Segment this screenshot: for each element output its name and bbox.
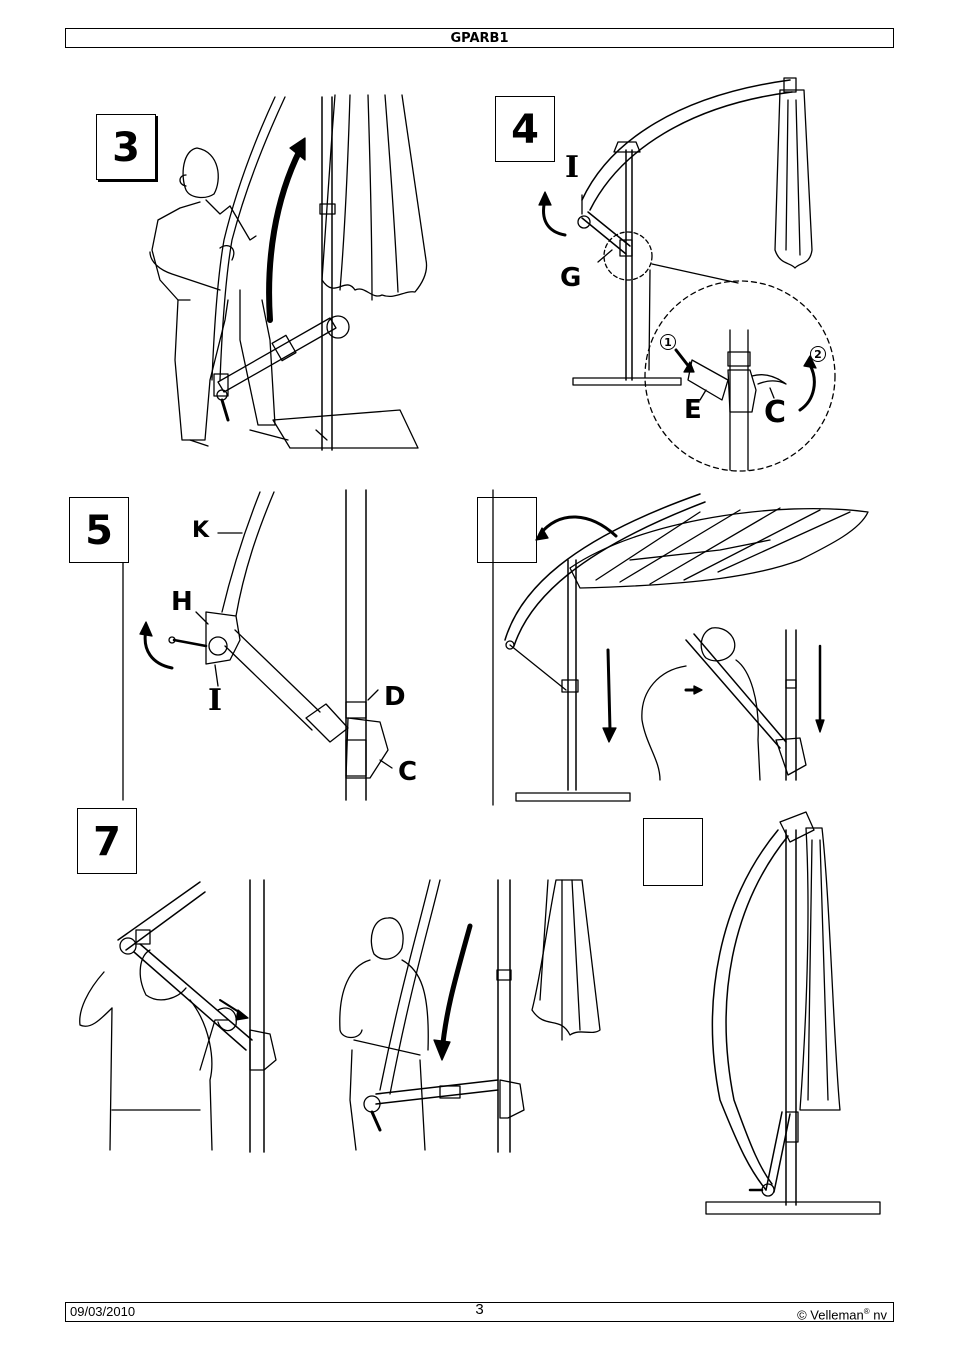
- sequence-badge-1: 1: [660, 334, 676, 350]
- part-label-k: K: [192, 518, 210, 543]
- step-6-illustration: [504, 493, 869, 802]
- part-label-h: H: [171, 587, 193, 617]
- step-3-illustration: [149, 94, 428, 451]
- footer-copyright: © Velleman® nv: [797, 1307, 887, 1323]
- step-7-box: 7: [77, 808, 137, 874]
- part-label-g: G: [560, 263, 582, 293]
- step-4-illustration: [538, 77, 836, 472]
- part-label-c-top: C: [764, 395, 787, 430]
- step-5-box: 5: [69, 497, 129, 563]
- step-7-number: 7: [93, 819, 121, 865]
- document-title: GPARB1: [450, 31, 509, 46]
- header-title-bar: GPARB1: [65, 28, 894, 48]
- sequence-badge-2: 2: [810, 346, 826, 362]
- part-label-d: D: [384, 682, 406, 712]
- step-7-illustration: [79, 811, 881, 1215]
- panel-dividers: [122, 489, 494, 806]
- part-label-e: E: [684, 395, 702, 425]
- page-number: 3: [475, 1301, 484, 1318]
- step-6-box: [477, 497, 537, 563]
- step-5-number: 5: [85, 508, 113, 554]
- part-label-i-mid: I: [208, 683, 223, 718]
- step-5-illustration: [139, 489, 393, 801]
- registered-mark: ®: [863, 1307, 870, 1316]
- step-3-box: 3: [96, 114, 156, 180]
- part-label-i-top: I: [565, 150, 580, 185]
- part-label-c-mid: C: [398, 757, 418, 787]
- step-3-number: 3: [112, 125, 140, 171]
- step-4-number: 4: [511, 107, 539, 153]
- step-4-box: 4: [495, 96, 555, 162]
- footer-date: 09/03/2010: [70, 1304, 136, 1319]
- footer-bar: 09/03/2010 3 © Velleman® nv: [65, 1301, 894, 1323]
- step-8-box: [643, 818, 703, 886]
